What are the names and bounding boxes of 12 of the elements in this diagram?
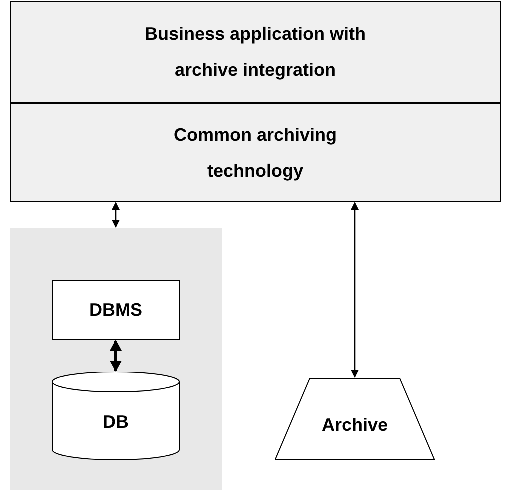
node-label: DB xyxy=(103,411,129,434)
node-label: Business application with archive integration xyxy=(144,23,368,82)
double-arrow xyxy=(351,202,359,378)
double-arrow xyxy=(110,340,122,372)
process-box xyxy=(52,280,180,340)
panel-background xyxy=(10,228,222,490)
double-arrow xyxy=(112,202,120,228)
node-label: DBMS xyxy=(90,299,142,322)
process-box xyxy=(10,103,501,202)
node-label: Archive xyxy=(322,414,388,437)
process-box xyxy=(10,1,501,103)
node-label: Common archiving technology xyxy=(172,124,338,183)
